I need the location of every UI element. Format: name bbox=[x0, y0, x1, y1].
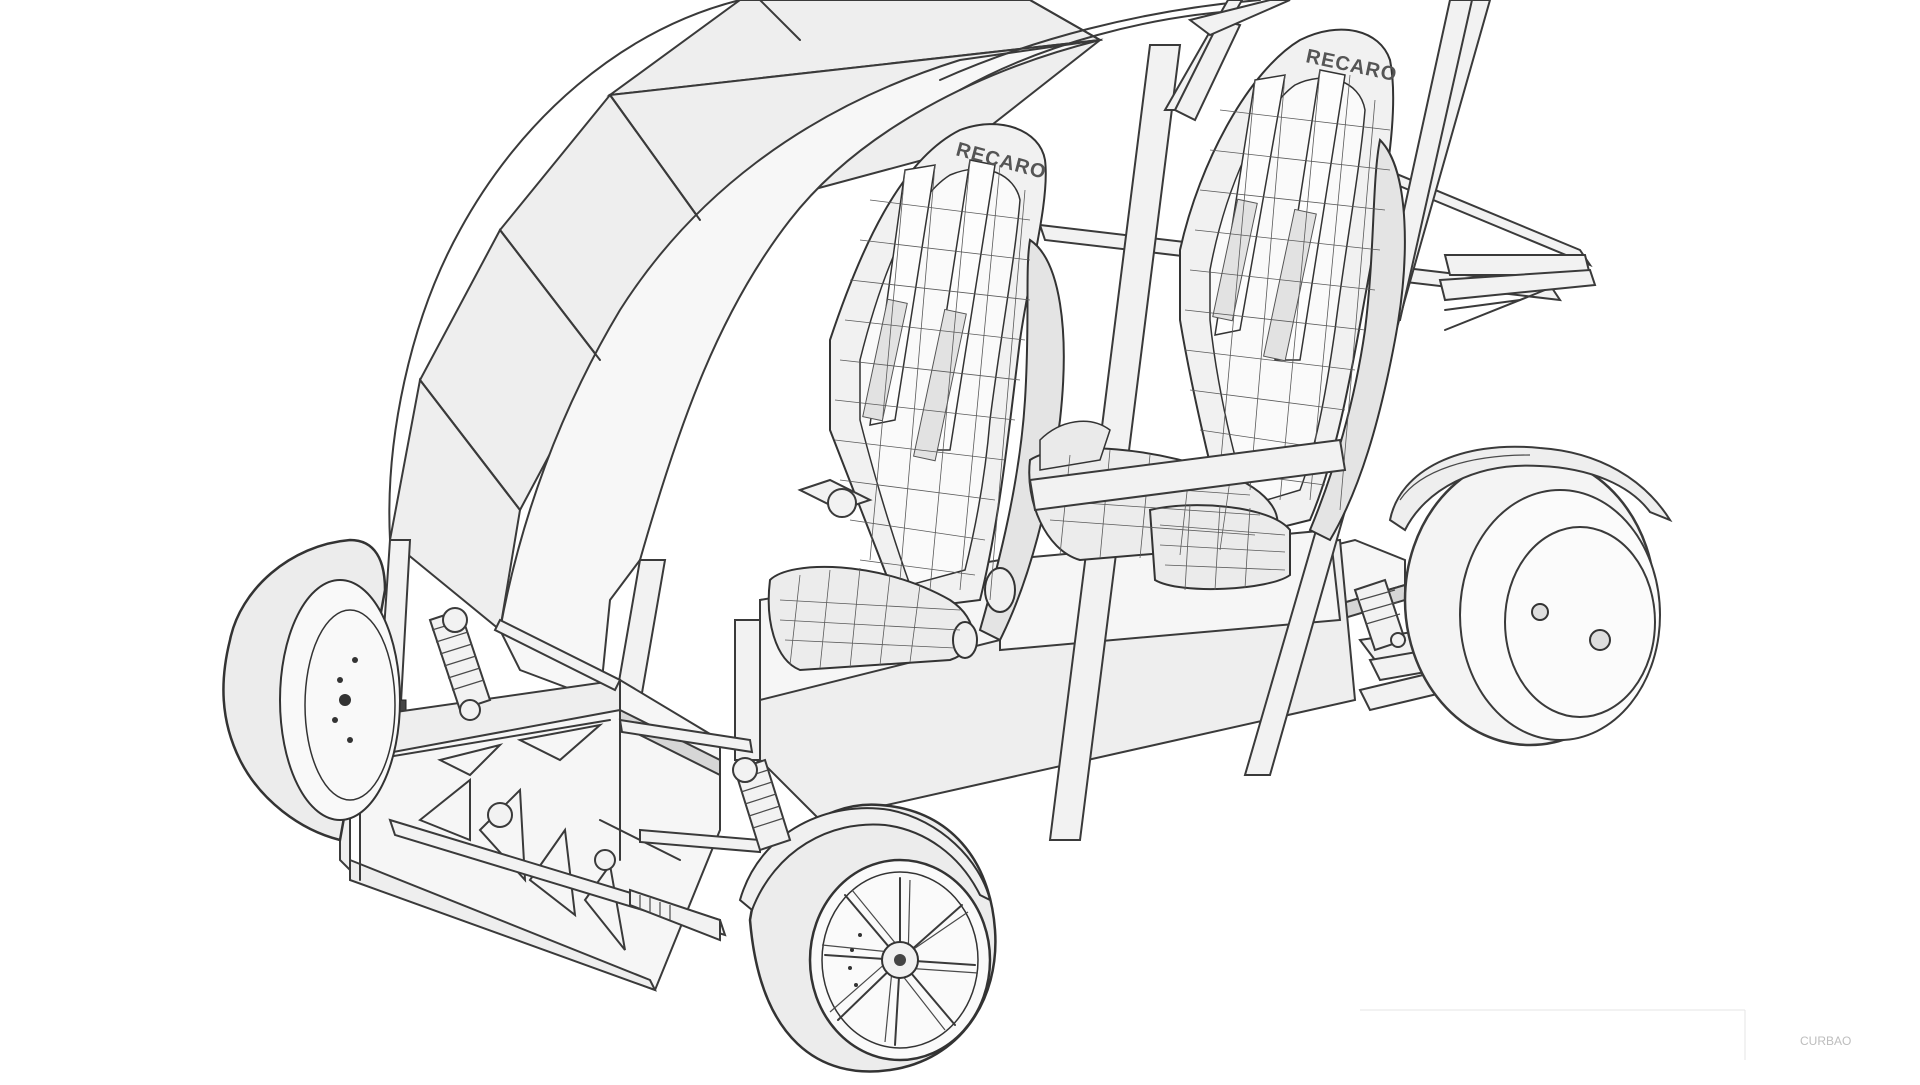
front-subframe bbox=[338, 618, 761, 992]
rear-right-wheel bbox=[1353, 445, 1673, 747]
seat-floor-tubes bbox=[797, 438, 1347, 518]
faint-annotations: CURBAO bbox=[1360, 1009, 1851, 1060]
front-right-wheel bbox=[732, 757, 997, 1073]
seat-left: RECARO bbox=[767, 123, 1065, 672]
front-left-wheel bbox=[222, 538, 492, 842]
seat-right: RECARO bbox=[1028, 28, 1406, 591]
roof-canopy bbox=[388, 0, 1261, 702]
faint-label: CURBAO bbox=[1800, 1034, 1851, 1048]
